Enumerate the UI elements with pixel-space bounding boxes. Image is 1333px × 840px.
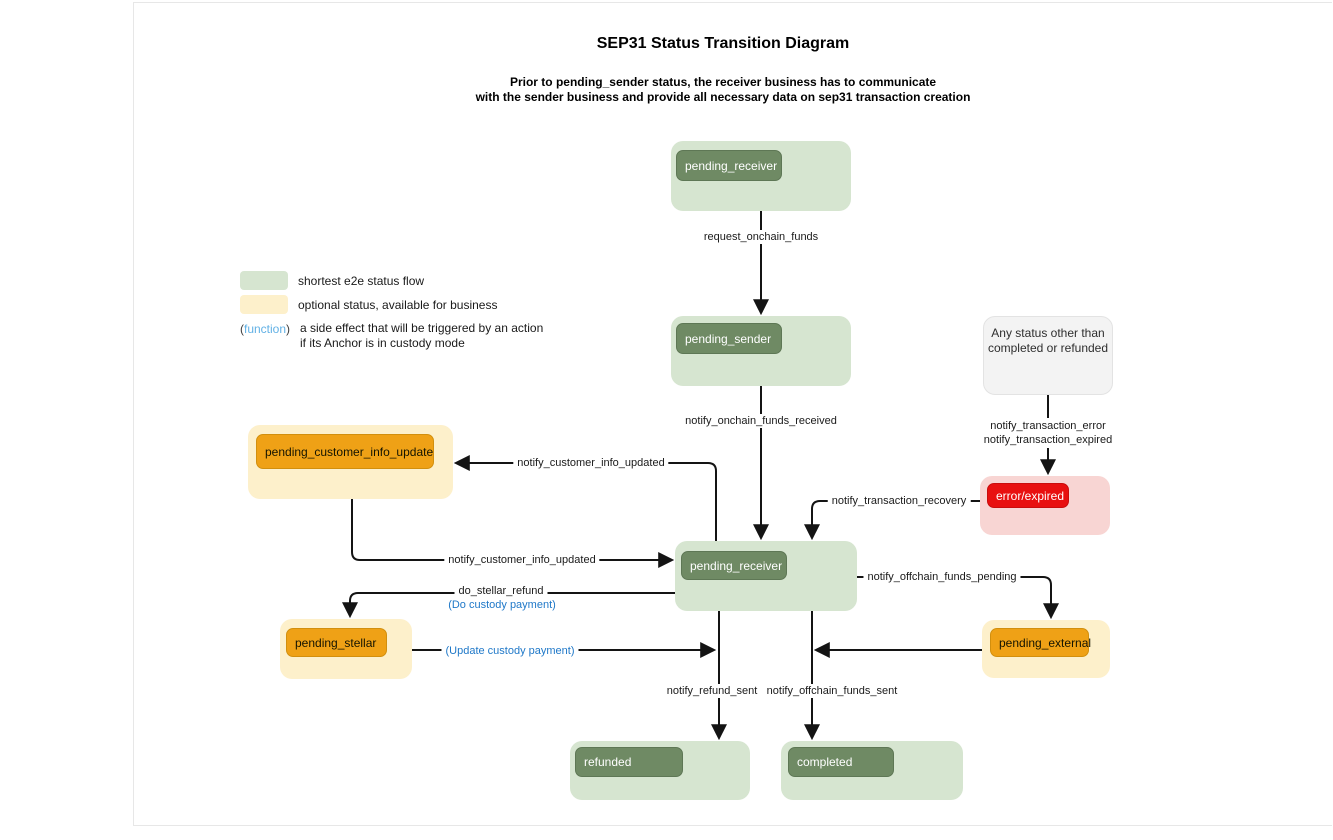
edge-notify-transaction-recovery [804, 500, 980, 541]
edge-notify-customer-info-updated-in [351, 499, 675, 568]
node-pending-receiver-top-label: pending_receiver [676, 150, 782, 181]
node-refunded: refunded [570, 741, 750, 800]
edge-label-request-onchain-funds: request_onchain_funds [699, 230, 823, 244]
legend-function-desc-2: if its Anchor is in custody mode [300, 336, 465, 350]
legend-swatch-yellow [240, 295, 288, 314]
subtitle-line-1: Prior to pending_sender status, the rece… [509, 75, 937, 89]
edge-label-notify-refund-sent: notify_refund_sent [662, 684, 762, 698]
node-error-expired-label: error/expired [987, 483, 1069, 508]
legend-function-desc-1: a side effect that will be triggered by … [300, 321, 544, 335]
legend-swatch-green [240, 271, 288, 290]
node-any-status: Any status other than completed or refun… [983, 316, 1113, 395]
node-pending-sender: pending_sender [671, 316, 851, 386]
edge-label-do-stellar-refund: do_stellar_refund [454, 584, 548, 598]
node-completed-label: completed [788, 747, 894, 777]
diagram-title: SEP31 Status Transition Diagram [596, 35, 850, 52]
edge-notify-customer-info-updated-out [453, 455, 717, 541]
node-pending-external: pending_external [982, 620, 1110, 678]
node-any-status-line-1: Any status other than [991, 326, 1105, 340]
node-pending-receiver-mid-label: pending_receiver [681, 551, 787, 580]
node-refunded-label: refunded [575, 747, 683, 777]
legend-function-token: (function) [240, 322, 290, 336]
edge-label-notify-transaction-recovery: notify_transaction_recovery [827, 494, 971, 508]
edge-label-notify-offchain-funds-pending: notify_offchain_funds_pending [863, 570, 1021, 584]
function-close-paren: ) [286, 322, 291, 336]
node-pending-stellar-label: pending_stellar [286, 628, 387, 657]
edge-label-do-custody-payment: (Do custody payment) [444, 598, 560, 612]
legend-label-shortest-flow: shortest e2e status flow [298, 274, 425, 288]
node-pending-external-label: pending_external [990, 628, 1091, 657]
node-pending-stellar: pending_stellar [280, 619, 412, 679]
node-pending-sender-label: pending_sender [676, 323, 782, 354]
function-open-paren: ( [240, 322, 244, 336]
legend-label-optional-status: optional status, available for business [298, 298, 498, 312]
edge-label-notify-transaction-error: notify_transaction_error [990, 420, 1106, 432]
edge-notify-offchain-funds-pending [857, 576, 1059, 620]
subtitle-line-2: with the sender business and provide all… [475, 90, 971, 104]
edge-label-notify-onchain-funds-received: notify_onchain_funds_received [681, 414, 841, 428]
function-word: function [244, 322, 287, 336]
node-pending-customer-info-update: pending_customer_info_update [248, 425, 453, 499]
edge-label-notify-transaction-expired: notify_transaction_expired [983, 434, 1113, 446]
edge-do-stellar-refund [342, 592, 675, 619]
node-completed: completed [781, 741, 963, 800]
node-any-status-line-2: completed or refunded [987, 341, 1109, 355]
node-pending-receiver-mid: pending_receiver [675, 541, 857, 611]
node-error-expired: error/expired [980, 476, 1110, 535]
node-pending-receiver-top: pending_receiver [671, 141, 851, 211]
edge-label-notify-offchain-funds-sent: notify_offchain_funds_sent [762, 684, 902, 698]
edge-label-notify-customer-info-updated-left: notify_customer_info_updated [444, 553, 600, 567]
diagram-subtitle: Prior to pending_sender status, the rece… [283, 75, 1163, 105]
edge-label-notify-customer-info-updated-top: notify_customer_info_updated [513, 456, 669, 470]
node-pending-customer-info-update-label: pending_customer_info_update [256, 434, 434, 469]
edge-label-notify-transaction-error-expired: notify_transaction_error notify_transact… [979, 418, 1117, 448]
edge-label-update-custody-payment: (Update custody payment) [441, 644, 579, 658]
